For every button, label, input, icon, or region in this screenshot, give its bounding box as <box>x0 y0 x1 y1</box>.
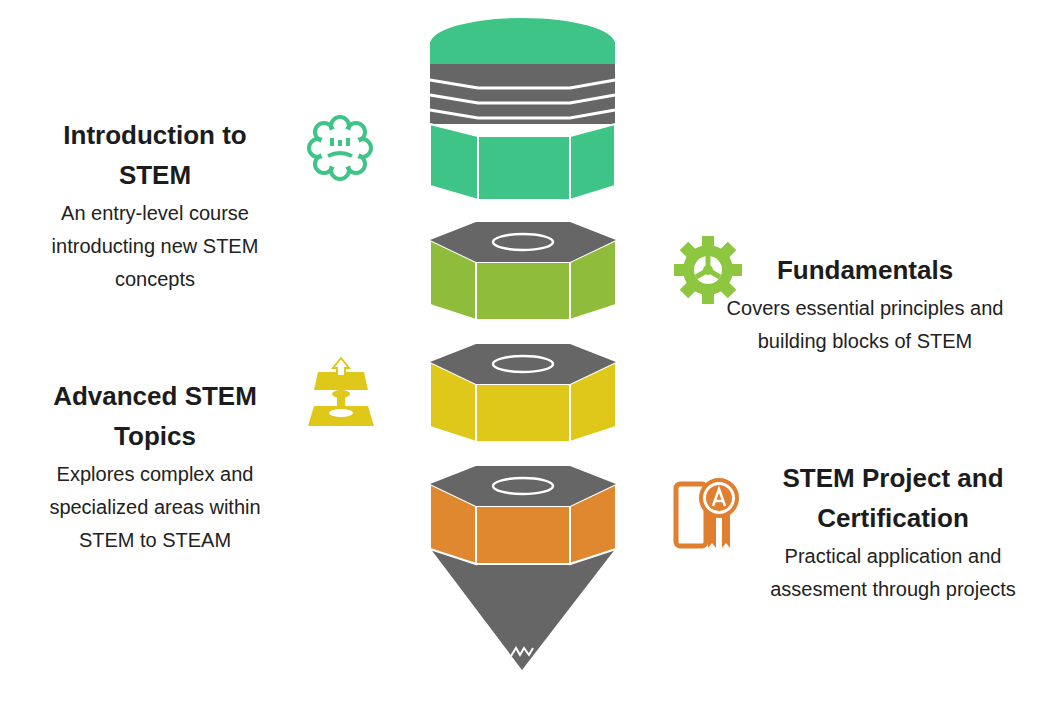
badge-inner <box>706 485 732 511</box>
gear-tooth <box>680 281 697 298</box>
prism-front-face <box>478 136 570 200</box>
text-block: Introduction to STEMAn entry-level cours… <box>30 115 280 296</box>
gear-tooth <box>674 264 686 276</box>
plan-base-mark <box>329 409 353 417</box>
gear-hub <box>703 265 713 275</box>
nut-top-face <box>430 466 616 506</box>
gear-tooth <box>702 292 714 304</box>
badge-letter <box>713 489 725 506</box>
step-description: An entry-level course introducting new S… <box>30 197 280 296</box>
icon-core <box>320 128 360 168</box>
cap-top <box>430 18 615 70</box>
nut-hole <box>493 356 553 372</box>
plan-icon <box>308 358 374 426</box>
step-heading: Fundamentals <box>725 250 1005 290</box>
gear-tooth <box>719 242 736 259</box>
plan-arrow <box>333 358 349 376</box>
badge-outer <box>701 480 737 516</box>
cone-tip <box>430 548 616 670</box>
nut-front-face <box>476 262 570 320</box>
nut-hole <box>493 234 553 250</box>
step-heading: Advanced STEM Topics <box>30 376 280 456</box>
plan-disc <box>332 390 350 398</box>
gear-tooth <box>730 264 742 276</box>
gear-tooth <box>680 242 697 259</box>
nut-top-face <box>430 344 616 384</box>
step-heading: STEM Project and Certification <box>748 458 1038 538</box>
cap-bands <box>430 64 615 124</box>
band-line <box>430 110 615 118</box>
hex-nut <box>430 222 616 320</box>
step-heading: Introduction to STEM <box>30 115 280 195</box>
band-line <box>430 95 615 103</box>
top-cap <box>430 18 615 200</box>
gear-tooth <box>702 236 714 248</box>
step-description: Explores complex and specialized areas w… <box>30 458 280 557</box>
step-description: Practical application and assesment thro… <box>748 540 1038 606</box>
nut-front-face <box>476 506 570 564</box>
gear-tooth <box>719 281 736 298</box>
plan-base <box>308 406 374 426</box>
nut-hole <box>493 478 553 494</box>
prism-left-face <box>430 124 478 200</box>
prism-right-face <box>570 124 615 200</box>
cone <box>430 548 616 670</box>
step-description: Covers essential principles and building… <box>725 292 1005 358</box>
hex-nut <box>430 344 616 442</box>
certificate-icon <box>676 480 737 548</box>
nut-front-face <box>476 384 570 442</box>
text-block: Advanced STEM TopicsExplores complex and… <box>30 376 280 557</box>
text-block: STEM Project and CertificationPractical … <box>748 458 1038 606</box>
plan-arrow-outline <box>333 358 349 376</box>
text-block: FundamentalsCovers essential principles … <box>725 250 1005 358</box>
hex-nut <box>430 466 616 564</box>
nut-top-face <box>430 222 616 262</box>
cone-tip-mark <box>511 648 533 656</box>
brain-icon <box>309 117 371 179</box>
gear-hole <box>694 256 722 284</box>
gear-spokes <box>696 256 720 277</box>
gear-icon <box>674 236 742 304</box>
icon-squiggle <box>328 138 352 156</box>
band-line <box>430 80 615 88</box>
